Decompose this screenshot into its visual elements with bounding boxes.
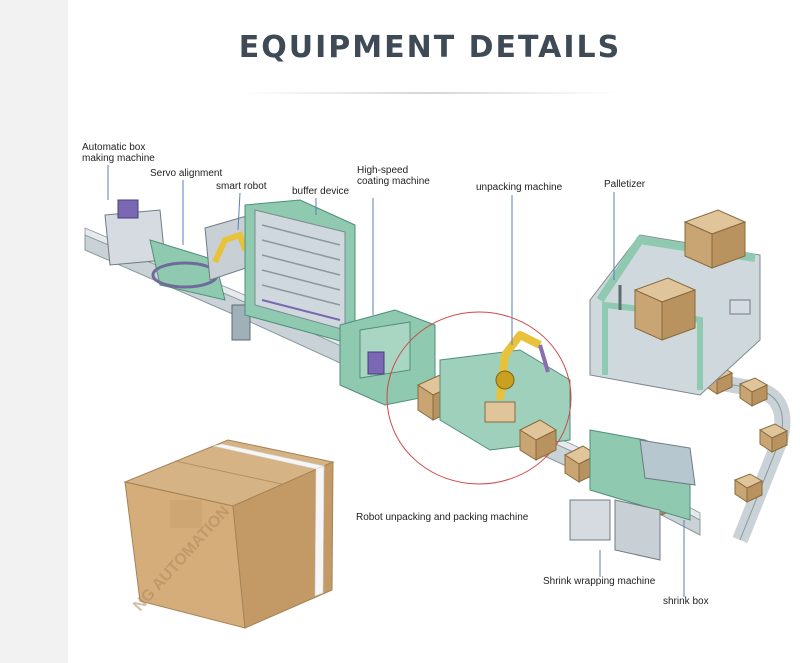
buffer-device	[244, 199, 356, 346]
label-high-speed-coating-machine: High-speed coating machine	[357, 165, 430, 187]
title-divider	[240, 92, 620, 94]
page-title: EQUIPMENT DETAILS	[238, 30, 622, 65]
label-buffer-device: buffer device	[292, 186, 350, 197]
box-making-machine	[104, 199, 226, 301]
label-automatic-box-making-machine: Automatic box making machine	[82, 142, 155, 164]
label-palletizer: Palletizer	[604, 179, 646, 190]
label-smart-robot: smart robot	[216, 181, 267, 192]
foreground-carton	[123, 439, 335, 629]
label-shrink-box: shrink box	[663, 596, 709, 607]
return-conveyor	[598, 352, 791, 543]
label-shrink-wrapping-machine: Shrink wrapping machine	[543, 576, 656, 587]
highlight-circle	[386, 311, 572, 485]
label-unpacking-machine: unpacking machine	[476, 182, 563, 193]
coating-machine	[339, 309, 436, 406]
pallet-stack	[633, 209, 747, 341]
shrink-wrapping-machine	[569, 429, 696, 561]
label-servo-alignment: Servo alignment	[150, 168, 223, 179]
label-robot-unpacking-and-packing-machine: Robot unpacking and packing machine	[356, 512, 529, 523]
leader-lines	[107, 165, 685, 597]
